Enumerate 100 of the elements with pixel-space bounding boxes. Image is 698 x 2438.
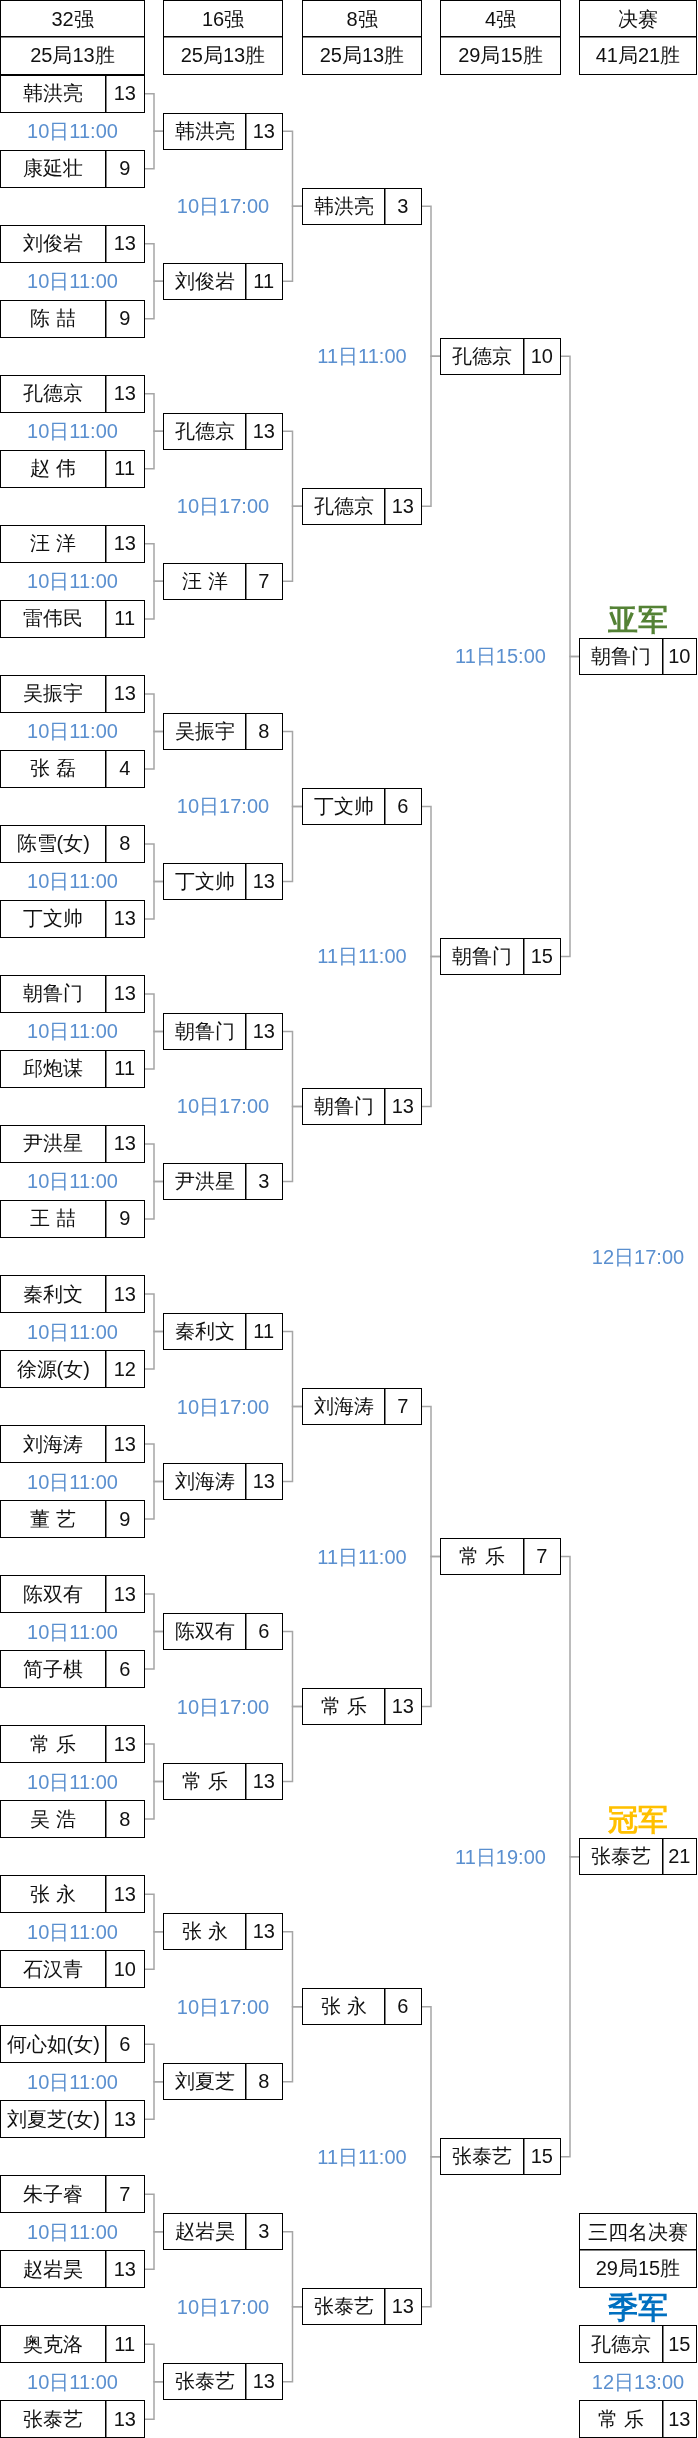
bracket-slot <box>0 1125 145 1163</box>
bracket-slot <box>0 975 145 1013</box>
match-format: 29局15胜 <box>595 2257 681 2281</box>
player-name: 尹洪星 <box>23 1132 84 1156</box>
player-name: 朝鲁门 <box>591 644 652 668</box>
player-name: 常 乐 <box>598 2407 645 2431</box>
player-name: 奥克洛 <box>23 2332 84 2356</box>
match-time: 10日11:00 <box>27 719 118 743</box>
score: 12 <box>113 1357 136 1381</box>
bracket-line <box>144 580 164 620</box>
match-time: 10日11:00 <box>27 569 118 593</box>
player-name: 陈 喆 <box>30 307 77 331</box>
bracket-slot <box>302 487 422 526</box>
match-time: 10日11:00 <box>27 1019 118 1043</box>
player-name: 孔德京 <box>591 2332 652 2356</box>
bracket-slot <box>0 1425 145 1463</box>
player-name: 康延壮 <box>23 157 84 181</box>
score: 15 <box>530 2145 553 2169</box>
score: 10 <box>530 344 553 368</box>
bracket-slot <box>579 2400 697 2438</box>
bracket-slot <box>0 2175 145 2213</box>
player-name: 刘俊岩 <box>174 269 235 293</box>
bracket-slot <box>163 1462 283 1501</box>
bracket-slot <box>163 1612 283 1651</box>
player-name: 刘夏芝(女) <box>6 2107 100 2131</box>
bracket-slot <box>163 412 283 451</box>
score: 10 <box>113 1957 136 1981</box>
bracket-slot <box>302 1087 422 1126</box>
bracket-line <box>282 505 303 583</box>
bracket-line <box>282 2005 303 2083</box>
bracket-line <box>144 880 164 920</box>
match-time: 10日11:00 <box>27 1920 118 1944</box>
bracket-slot <box>163 1312 283 1351</box>
bracket-line <box>144 130 164 170</box>
score: 13 <box>252 869 275 893</box>
bracket-slot <box>163 1762 283 1801</box>
bracket-line <box>421 2155 441 2308</box>
match-format: 25局13胜 <box>180 44 266 68</box>
match-time: 10日11:00 <box>27 2370 118 2394</box>
bracket-slot <box>0 600 145 638</box>
player-name: 张 永 <box>30 1882 77 1906</box>
bracket-slot <box>0 2325 145 2363</box>
bracket-line <box>144 730 164 770</box>
bracket-slot <box>0 1725 145 1763</box>
bracket-line <box>144 1480 164 1520</box>
player-name: 赵岩昊 <box>174 2220 235 2244</box>
score: 11 <box>114 1057 136 1081</box>
player-name: 孔德京 <box>452 344 513 368</box>
bracket-line <box>144 430 164 470</box>
round-header <box>579 0 697 75</box>
score: 13 <box>113 982 136 1006</box>
bracket-slot <box>440 937 561 976</box>
match-format: 41局21胜 <box>595 44 681 68</box>
match-time: 10日11:00 <box>27 1470 118 1494</box>
bracket-slot <box>0 75 145 113</box>
bracket-slot <box>163 862 283 901</box>
bracket-slot <box>302 787 422 826</box>
match-time: 10日17:00 <box>176 1695 270 1719</box>
match-time: 10日11:00 <box>27 1770 118 1794</box>
score: 21 <box>668 1845 691 1869</box>
player-name: 邱炮谋 <box>23 1057 84 1081</box>
bracket-line <box>144 1930 164 1970</box>
bracket-slot <box>163 2363 283 2401</box>
player-name: 常 乐 <box>181 1770 228 1794</box>
bracket-slot <box>0 2250 145 2288</box>
score: 13 <box>113 2257 136 2281</box>
bracket-line <box>144 2381 164 2420</box>
player-name: 朝鲁门 <box>313 1094 374 1118</box>
player-name: 张 永 <box>320 1995 367 2019</box>
match-time: 10日11:00 <box>27 419 118 443</box>
score: 9 <box>119 1507 131 1531</box>
player-name: 丁文帅 <box>23 907 84 931</box>
bracket-line <box>282 1105 303 1183</box>
match-time: 10日17:00 <box>176 2295 270 2319</box>
match-time: 10日17:00 <box>176 194 270 218</box>
score: 6 <box>119 2032 131 2056</box>
score: 13 <box>252 419 275 443</box>
bracket-slot <box>163 112 283 150</box>
round-header <box>302 0 422 75</box>
match-time: 10日11:00 <box>27 119 118 143</box>
bracket-slot <box>0 1500 145 1538</box>
score: 8 <box>119 1807 131 1831</box>
bracket-slot <box>0 150 145 188</box>
score: 13 <box>113 1132 136 1156</box>
bracket-slot <box>163 2062 283 2101</box>
score: 13 <box>113 1432 136 1456</box>
bracket-slot <box>0 675 145 713</box>
match-format: 25局13胜 <box>30 44 115 68</box>
score: 13 <box>391 1695 414 1719</box>
match-time: 10日17:00 <box>176 1395 270 1419</box>
bracket-line <box>144 2080 164 2120</box>
player-name: 常 乐 <box>320 1695 367 1719</box>
bracket-slot <box>0 225 145 263</box>
bracket-line <box>560 655 580 958</box>
bracket-slot <box>0 450 145 488</box>
match-time: 10日17:00 <box>176 494 270 518</box>
round-name: 16强 <box>201 7 245 31</box>
player-name: 张泰艺 <box>452 2145 513 2169</box>
bracket-slot <box>0 375 145 413</box>
player-name: 吴振宇 <box>174 719 235 743</box>
